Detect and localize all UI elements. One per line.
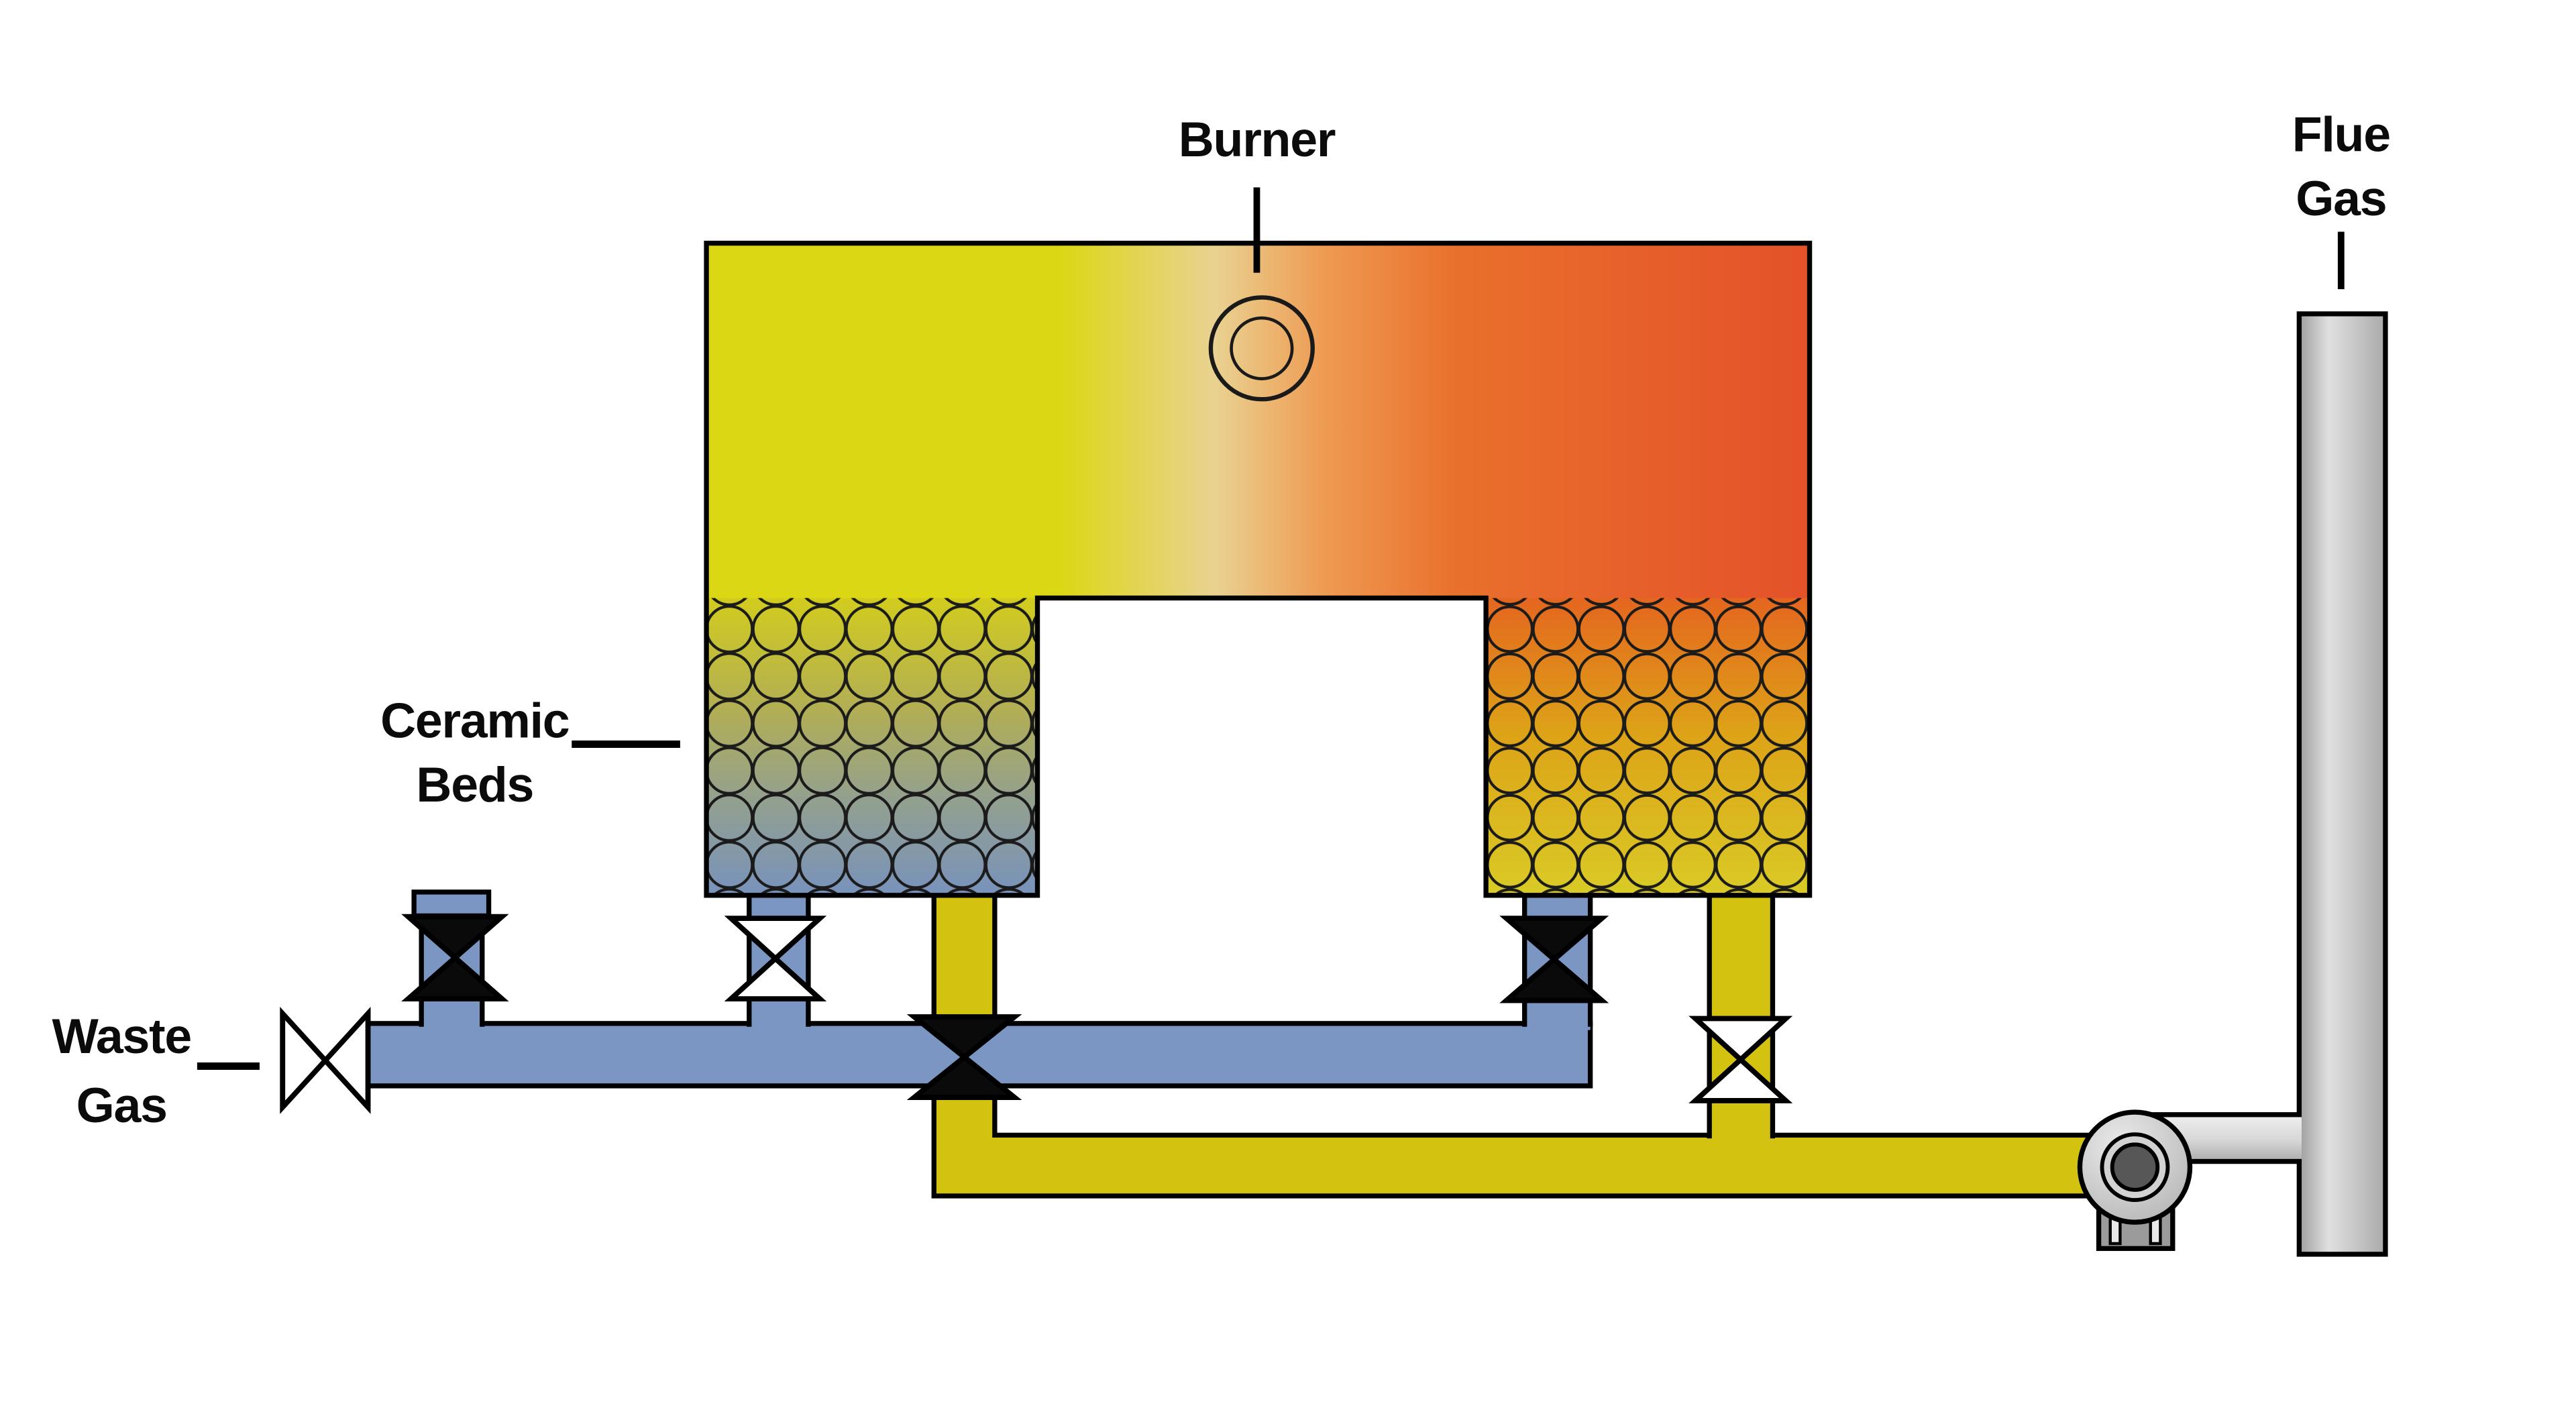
- burner-icon-outer: [1208, 295, 1315, 402]
- combustion-chamber: [704, 240, 1813, 898]
- right-bed-inlet-valve: [1499, 916, 1609, 1003]
- right-bed-outlet-valve: [1688, 1016, 1793, 1103]
- ceramic-beds-label-line2: Beds: [416, 757, 533, 812]
- ceramic-bed-right-beads: [1486, 598, 1810, 895]
- valves: [280, 914, 1793, 1114]
- waste-gas-label-line2: Gas: [76, 1077, 167, 1133]
- fan-hub: [2110, 1142, 2160, 1192]
- ceramic-bed-left-beads: [706, 598, 1038, 895]
- burner-icon-inner: [1230, 316, 1294, 380]
- left-bed-inlet-valve: [724, 916, 827, 1002]
- flue-gas-label-line1: Flue: [2292, 106, 2390, 162]
- burner-label: Burner: [1179, 111, 1336, 167]
- left-bed-outlet-valve: [906, 1014, 1022, 1100]
- purge-branch-valve: [401, 914, 509, 1002]
- flue-gas-label-line2: Gas: [2296, 170, 2386, 226]
- chamber-outline: [704, 240, 1813, 898]
- ceramic-beds-label-line1: Ceramic: [380, 693, 569, 749]
- annotations: Burner Flue Gas Ceramic Beds Waste Gas: [52, 106, 2391, 1133]
- stack-and-fan: [2077, 311, 2388, 1257]
- waste-gas-inlet-valve: [280, 1007, 371, 1114]
- flue-stack: [2296, 311, 2388, 1257]
- purge-branch-cap: [411, 889, 492, 919]
- waste-gas-label-line1: Waste: [52, 1008, 191, 1064]
